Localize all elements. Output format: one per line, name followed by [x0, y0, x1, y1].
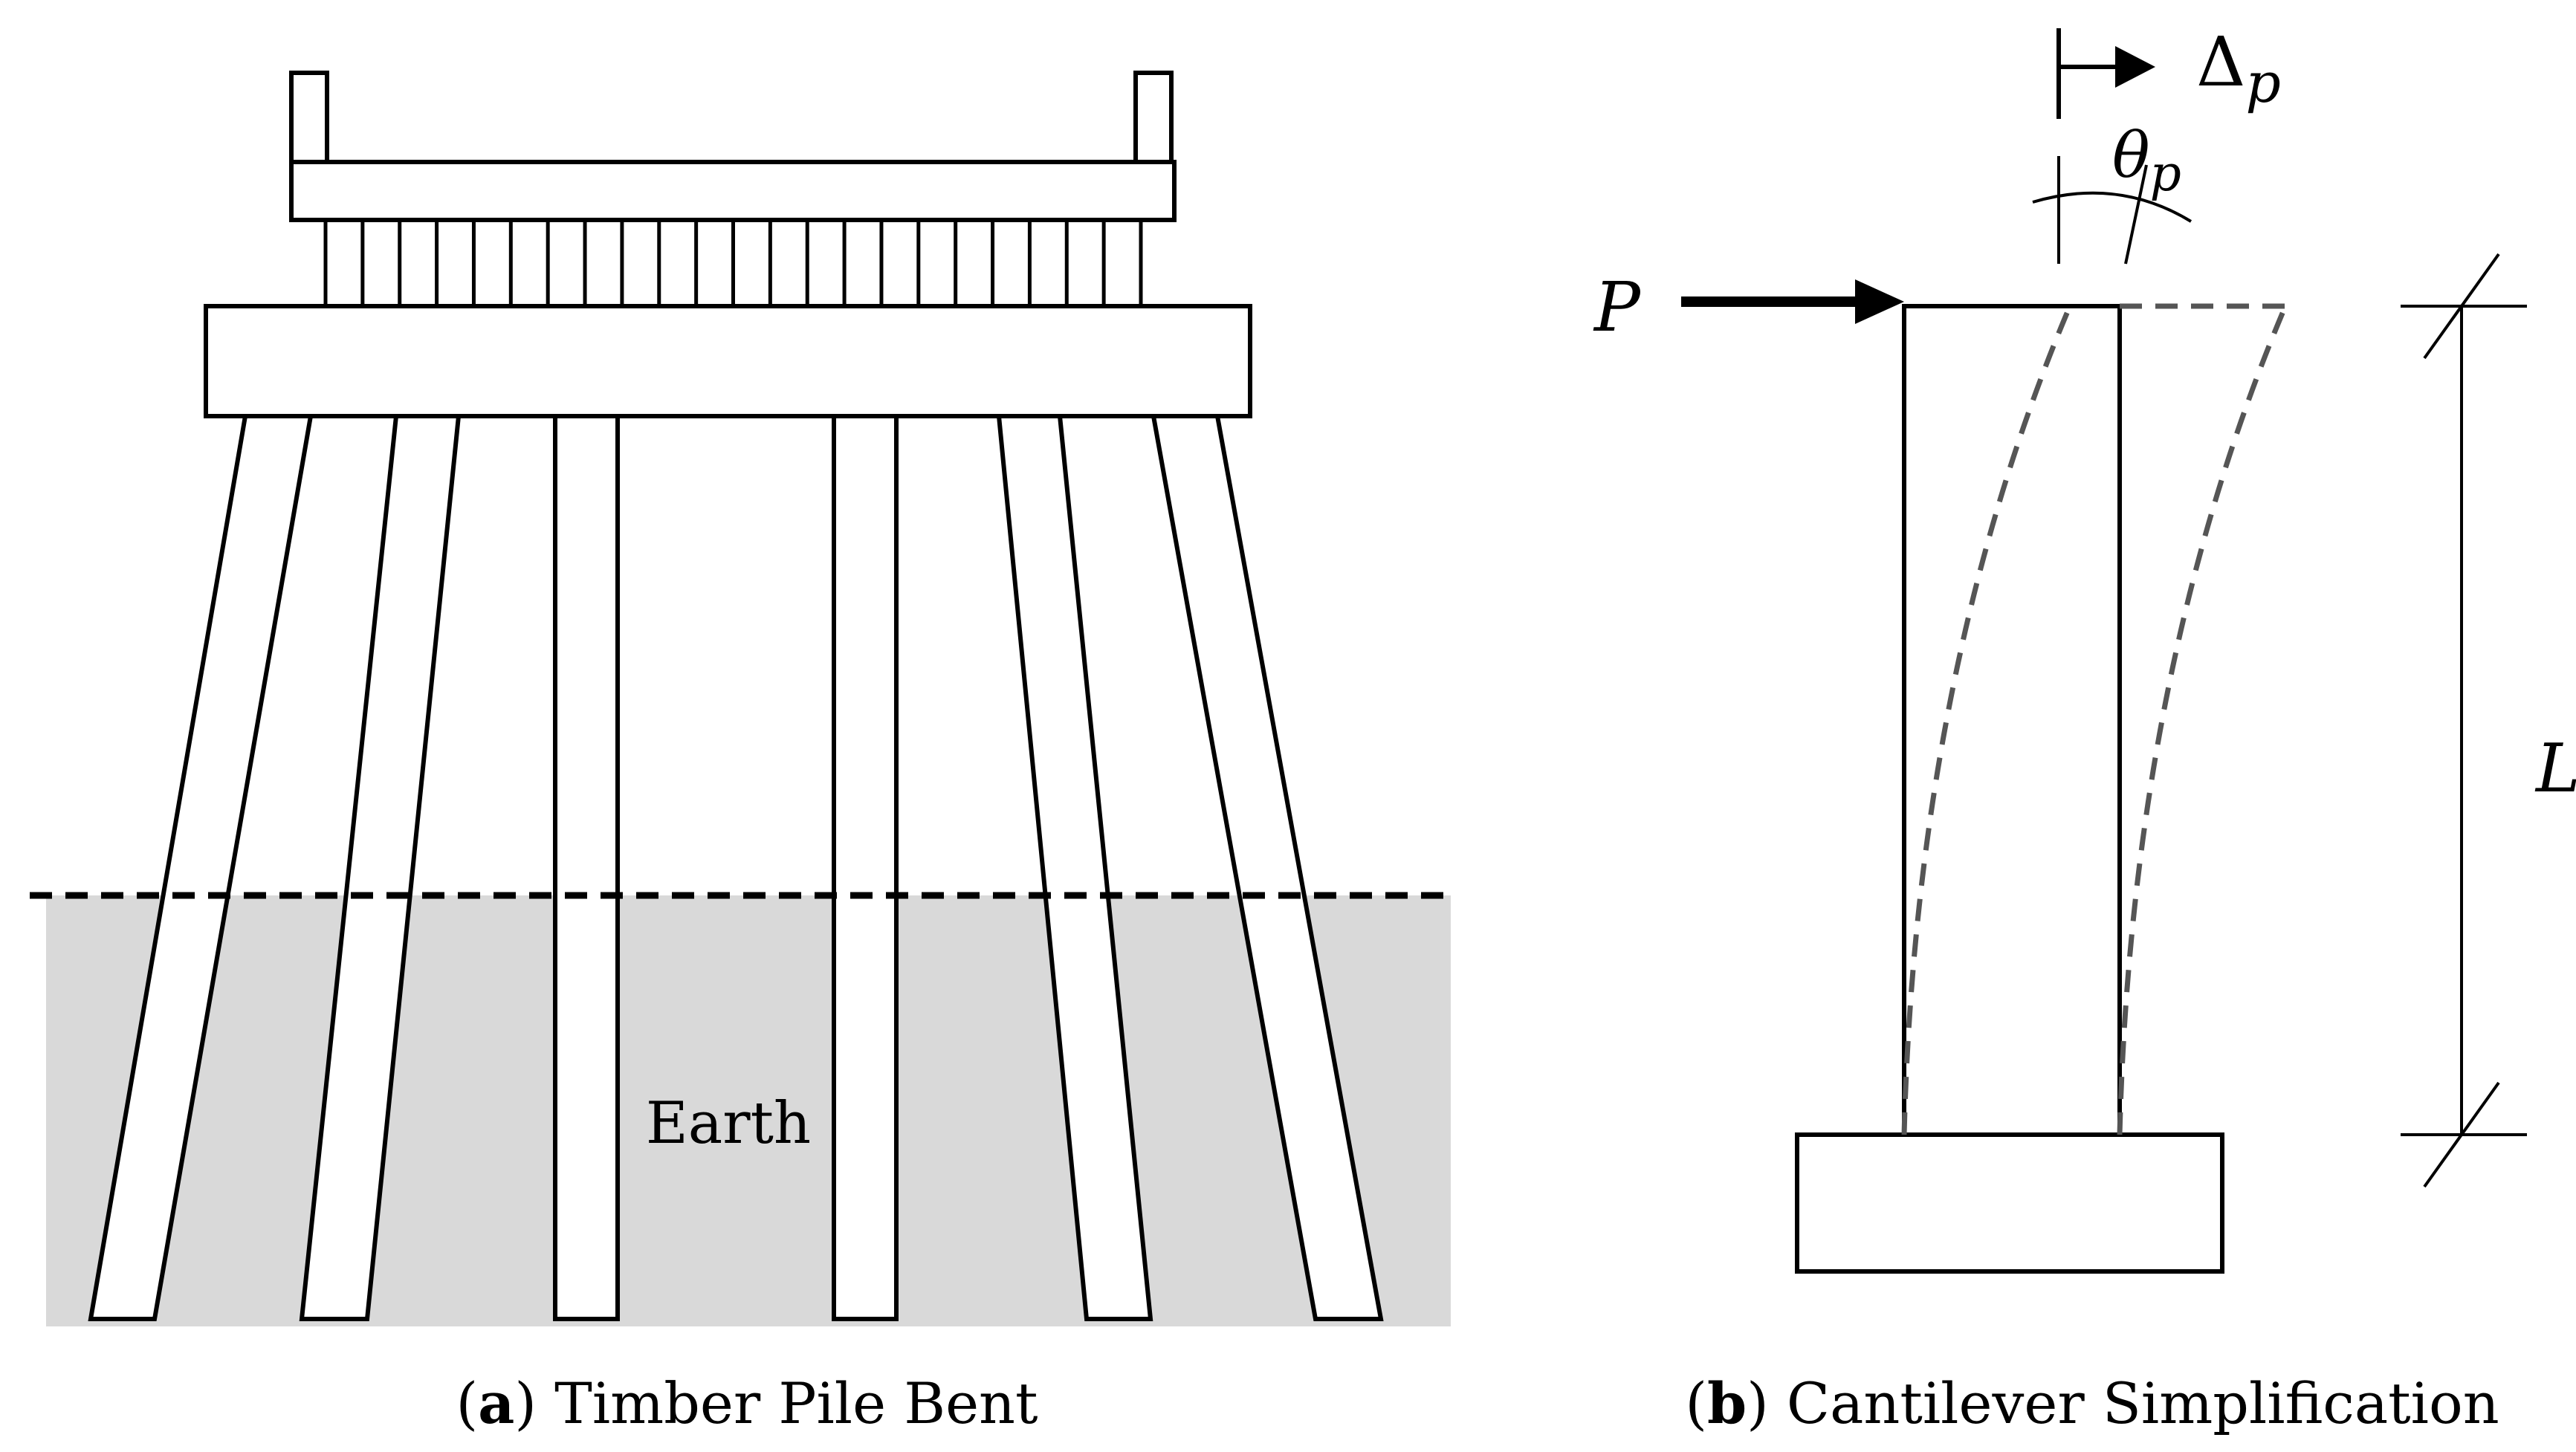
caption-a-letter: a	[478, 1370, 514, 1436]
column	[1902, 304, 2122, 1137]
piles	[88, 414, 1384, 1321]
deck	[289, 160, 1177, 222]
load-label: P	[1593, 268, 1642, 347]
caption-b-letter: b	[1707, 1370, 1747, 1436]
caption-a: (a) Timber Pile Bent	[456, 1370, 1038, 1436]
panel-b-cantilever: P Δp θp L (b) Cantilever Simplification	[1593, 22, 2576, 1436]
pile-4	[832, 414, 899, 1321]
rotation-indicator	[2032, 156, 2192, 265]
caption-b: (b) Cantilever Simplification	[1685, 1370, 2499, 1436]
stringers	[323, 220, 1143, 306]
rotation-label: θp	[2112, 119, 2181, 202]
pile-cap	[204, 304, 1252, 418]
earth-label: Earth	[646, 1090, 811, 1157]
displacement-subscript: p	[2245, 51, 2280, 115]
foundation	[1795, 1132, 2224, 1274]
earth-region	[46, 895, 1451, 1326]
caption-b-text: Cantilever Simplification	[1787, 1370, 2499, 1436]
length-label: L	[2534, 730, 2576, 808]
rotation-symbol: θ	[2112, 119, 2150, 192]
pile-3	[553, 414, 620, 1321]
railing-right	[1133, 71, 1174, 164]
deflected-left-edge	[1901, 305, 2073, 1135]
displacement-label: Δp	[2196, 22, 2281, 115]
load-arrow	[1681, 279, 1904, 324]
railing-left	[289, 71, 329, 164]
displacement-symbol: Δ	[2196, 22, 2245, 102]
panel-a-timber-pile-bent: Earth (a) Timber Pile Bent	[30, 71, 1457, 1436]
caption-a-text: Timber Pile Bent	[554, 1370, 1038, 1436]
displacement-indicator	[2056, 28, 2155, 119]
deflected-right-edge	[2117, 305, 2288, 1135]
length-dimension	[2401, 253, 2527, 1188]
rotation-subscript: p	[2150, 145, 2181, 202]
